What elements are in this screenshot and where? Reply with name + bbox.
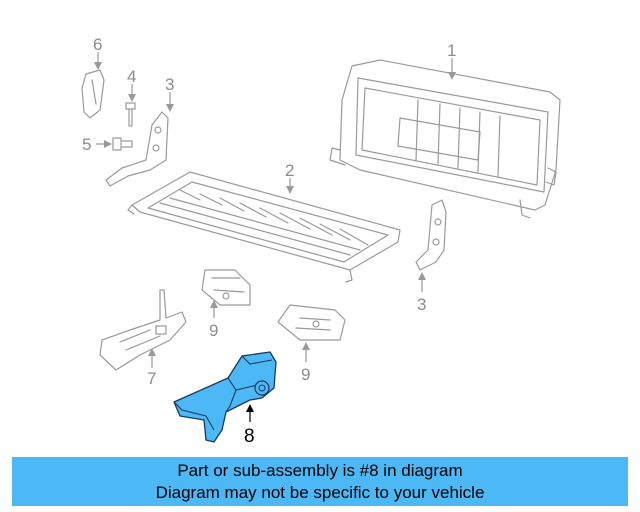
callout-3-right: 3: [417, 295, 426, 314]
hinge-cover: [81, 69, 105, 119]
parts-diagram: 1 2 3 3 4 5 6 7 9 9 8: [81, 35, 561, 447]
bolt-4: [125, 102, 136, 127]
callout-labels: 1 2 3 3 4 5 6 7 9 9 8: [82, 35, 456, 447]
bracket-9-left: [201, 269, 251, 306]
callout-4: 4: [127, 67, 136, 86]
hinge-bracket-right: [415, 199, 447, 271]
callout-9-left: 9: [209, 321, 218, 340]
info-banner: Part or sub-assembly is #8 in diagram Di…: [12, 457, 628, 506]
seat-cushion-frame: [127, 171, 401, 283]
callout-1: 1: [447, 41, 456, 60]
callout-9-right: 9: [301, 365, 310, 384]
side-bracket: [99, 289, 187, 371]
bolt-5: [112, 137, 133, 151]
callout-2: 2: [285, 161, 294, 180]
bracket-9-right: [277, 304, 346, 341]
callout-5: 5: [82, 135, 91, 154]
support-bracket-highlighted: [173, 351, 277, 443]
leader-lines: [94, 52, 456, 422]
seat-back-frame: [329, 59, 561, 219]
banner-line-1: Part or sub-assembly is #8 in diagram: [177, 461, 463, 480]
callout-7: 7: [147, 369, 156, 388]
hinge-bracket-left: [105, 111, 169, 187]
callout-3-left: 3: [165, 75, 174, 94]
callout-6: 6: [93, 35, 102, 54]
callout-8: 8: [244, 426, 255, 447]
banner-line-2: Diagram may not be specific to your vehi…: [155, 483, 485, 502]
